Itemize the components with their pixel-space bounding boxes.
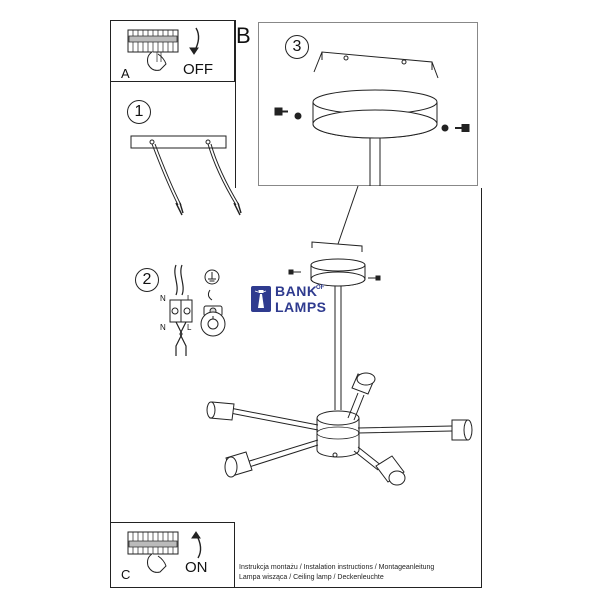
breaker-panel-off-icon xyxy=(127,29,179,71)
right-screw-zoom xyxy=(441,124,470,132)
step-b-label: B xyxy=(236,23,251,48)
step-c-label: C xyxy=(121,567,131,582)
terminal-n-bottom: N xyxy=(160,323,166,332)
lamp-type-caption: Lampa wisząca / Ceiling lamp / Deckenleu… xyxy=(239,574,384,581)
instructions-caption: Instrukcja montażu / Instalation instruc… xyxy=(239,564,435,571)
step-a-label: A xyxy=(121,66,130,81)
step-2-number: 2 xyxy=(135,268,159,292)
terminal-l-top: L xyxy=(187,294,192,303)
lamp-shade-right xyxy=(451,419,473,441)
off-label: OFF xyxy=(183,61,213,78)
step-3-number: 3 xyxy=(285,35,309,59)
ground-terminal-drawing xyxy=(200,269,226,337)
logo-lamps-text: LAMPS xyxy=(275,299,327,315)
logo-bank-text: BANK xyxy=(275,283,318,299)
switch-up-arrow-icon xyxy=(191,531,202,559)
terminal-n-top: N xyxy=(160,294,166,303)
breaker-panel-on-icon xyxy=(127,531,179,573)
left-screw-zoom xyxy=(274,107,302,120)
terminal-block-drawing xyxy=(169,264,193,356)
logo-of-text: OF xyxy=(316,285,325,291)
terminal-l-bottom: L xyxy=(187,323,192,332)
lamp-shade-front-right xyxy=(375,455,406,486)
lamp-shade-top xyxy=(351,372,376,395)
on-label: ON xyxy=(185,559,208,576)
lamp-shade-left xyxy=(206,401,235,421)
switch-down-arrow-icon xyxy=(189,27,200,55)
lighthouse-logo-icon xyxy=(251,286,271,312)
zoom-leader-line xyxy=(337,185,359,245)
step-1-number: 1 xyxy=(127,100,151,124)
ceiling-plate-wires-drawing xyxy=(130,135,242,216)
canopy-bracket-zoom-drawing xyxy=(274,51,470,186)
lamp-shade-front-left xyxy=(224,451,253,478)
ceiling-lamp-drawing xyxy=(206,241,473,486)
